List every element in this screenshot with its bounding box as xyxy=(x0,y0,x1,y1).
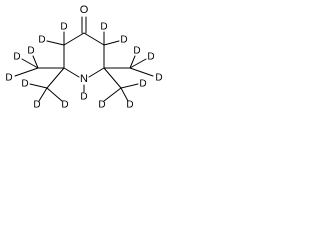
bond-c2ma-d-down xyxy=(14,67,39,77)
bond-c2mb-d-left xyxy=(29,83,48,89)
bond-c5-d-right xyxy=(103,40,120,46)
atom-deuterium-c2ma-up: D xyxy=(27,46,34,57)
bond-c6-methyl-b xyxy=(103,67,122,89)
atom-deuterium-c6ma-down: D xyxy=(155,73,162,84)
atom-deuterium-c3-left: D xyxy=(38,35,45,46)
bond-c6mb-d-left xyxy=(103,87,122,102)
atom-deuterium-c3-up: D xyxy=(60,22,67,33)
atom-deuterium-c2mb-right: D xyxy=(61,100,68,111)
atom-deuterium-c5-right: D xyxy=(120,35,127,46)
bond-c2ma-d-left xyxy=(21,58,39,69)
bond-c6-n xyxy=(88,67,105,78)
atom-deuterium-c2ma-left: D xyxy=(13,52,20,63)
atom-deuterium-c6mb-down: D xyxy=(126,100,133,111)
bond-c6ma-d-right xyxy=(129,58,147,69)
bond-c6ma-d-up xyxy=(129,55,136,69)
bond-c2mb-d-right xyxy=(46,87,63,102)
atom-nitrogen: N xyxy=(80,73,88,85)
atom-deuterium-c6mb-left: D xyxy=(98,100,105,111)
bond-c2ma-d-up xyxy=(32,55,39,69)
atom-deuterium-c2mb-left: D xyxy=(21,79,28,90)
atom-deuterium-c6ma-up: D xyxy=(133,46,140,57)
bond-c2-methyl-b xyxy=(46,67,65,89)
bond-c6ma-d-down xyxy=(129,67,154,77)
bond-c3-d-left xyxy=(46,40,65,46)
chemical-structure: O N D D D D D D D D D D D D D D D D D xyxy=(5,4,162,111)
bond-c2mb-d-down xyxy=(38,87,48,102)
bond-c4-c3 xyxy=(63,32,85,46)
bond-c2-n xyxy=(63,67,80,78)
atom-deuterium-c2mb-down: D xyxy=(33,100,40,111)
atom-deuterium-c6ma-right: D xyxy=(147,52,154,63)
atom-deuterium-c6mb-right: D xyxy=(139,79,146,90)
bond-c4-c5 xyxy=(83,32,105,46)
bond-c6mb-d-down xyxy=(120,87,129,102)
atom-deuterium-c2ma-down: D xyxy=(5,73,12,84)
atom-oxygen: O xyxy=(80,4,89,16)
atom-labels: O N D D D D D D D D D D D D D D D D D xyxy=(5,4,162,111)
atom-deuterium-c5-up: D xyxy=(100,22,107,33)
bond-c6mb-d-right xyxy=(120,83,139,89)
bonds xyxy=(14,16,154,102)
atom-deuterium-n: D xyxy=(80,92,87,103)
